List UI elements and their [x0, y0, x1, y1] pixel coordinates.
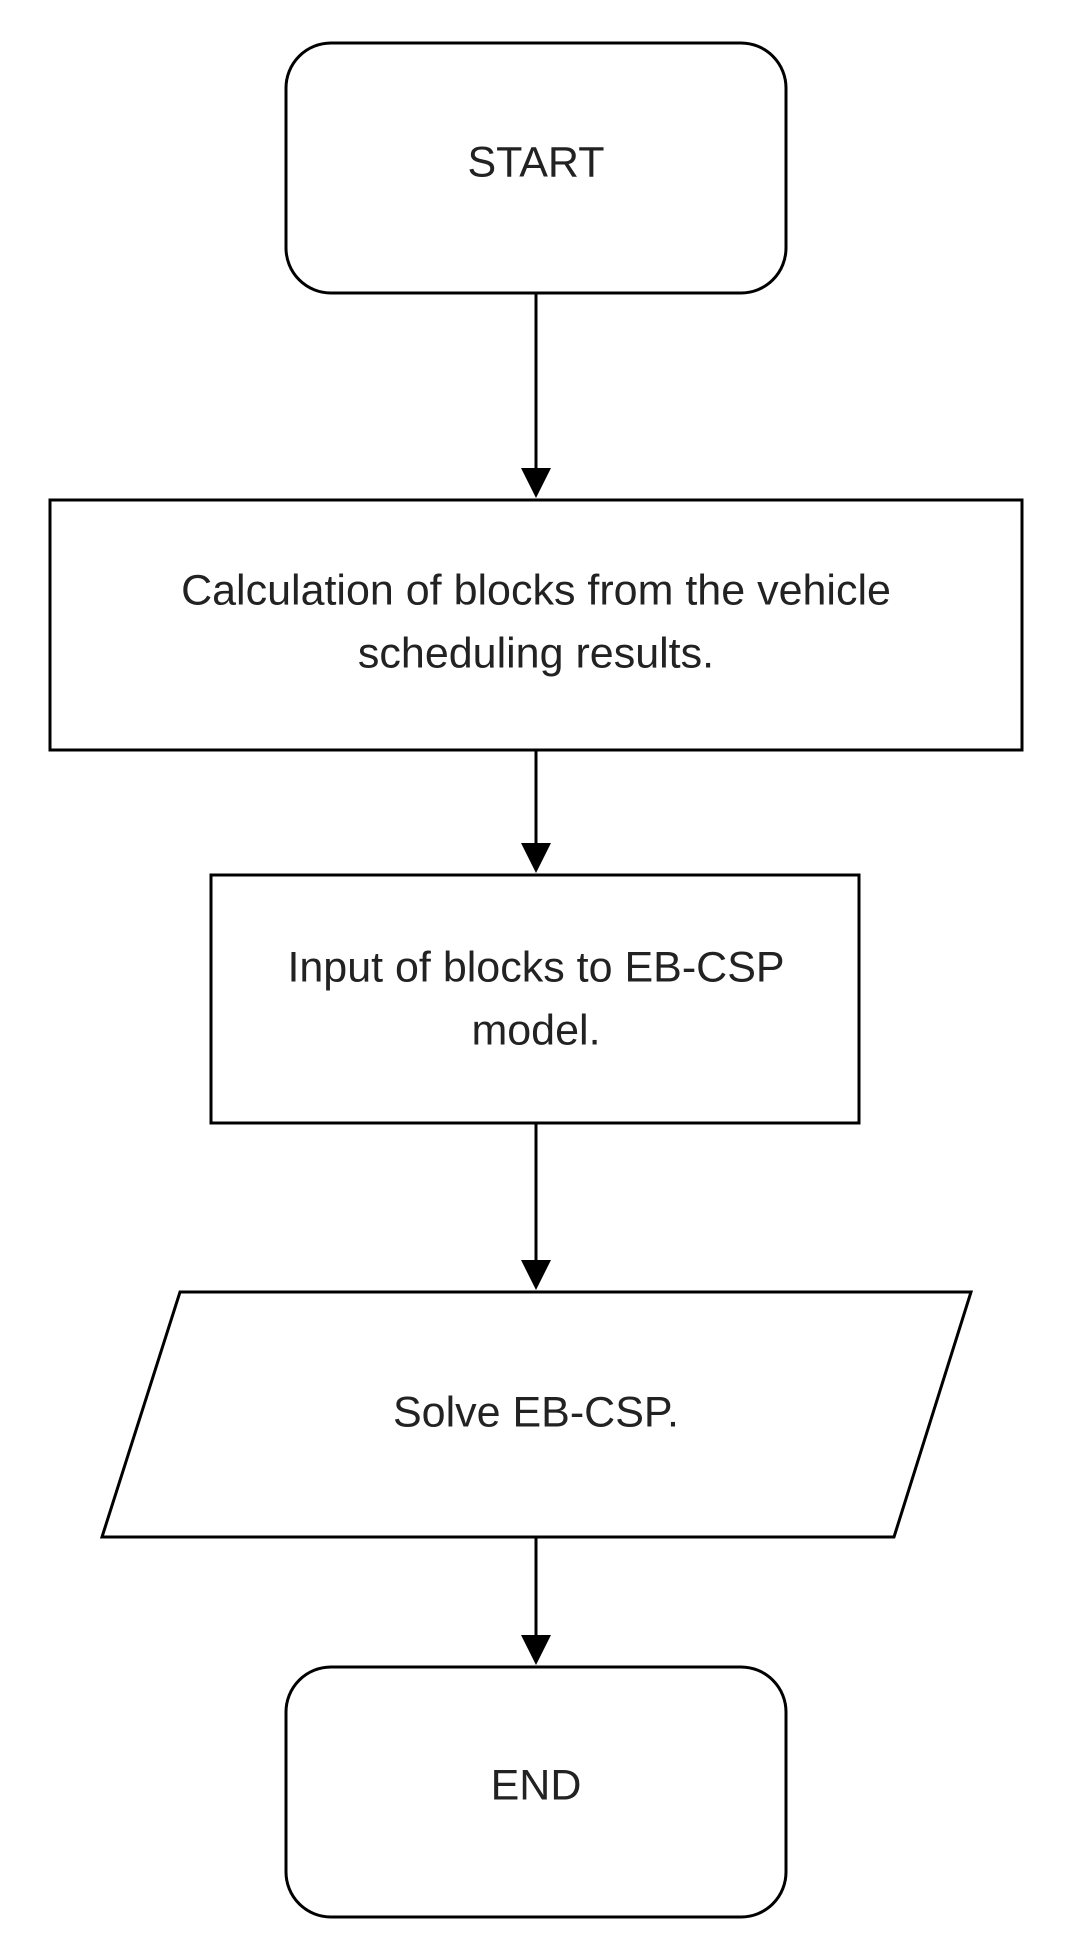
connector-start-to-calc: [521, 293, 551, 498]
connector-calc-to-input: [521, 750, 551, 873]
solve-data-node: Solve EB-CSP.: [99, 1290, 974, 1539]
solve-label: Solve EB-CSP.: [393, 1388, 679, 1436]
start-node: START: [284, 41, 788, 295]
calc-blocks-label-line-1: Calculation of blocks from the vehicle: [181, 566, 891, 614]
calc-blocks-process-node: Calculation of blocks from the vehicle s…: [48, 498, 1024, 752]
input-blocks-label-line-1: Input of blocks to EB-CSP: [287, 943, 784, 991]
end-node: END: [284, 1665, 788, 1919]
connector-input-to-solve: [521, 1123, 551, 1290]
end-node-label: END: [491, 1761, 582, 1809]
calc-blocks-label-line-2: scheduling results.: [358, 629, 714, 677]
connector-solve-to-end: [521, 1537, 551, 1665]
start-node-label: START: [468, 138, 605, 186]
input-blocks-label-line-2: model.: [471, 1006, 600, 1054]
input-blocks-process-node: Input of blocks to EB-CSP model.: [209, 873, 861, 1125]
